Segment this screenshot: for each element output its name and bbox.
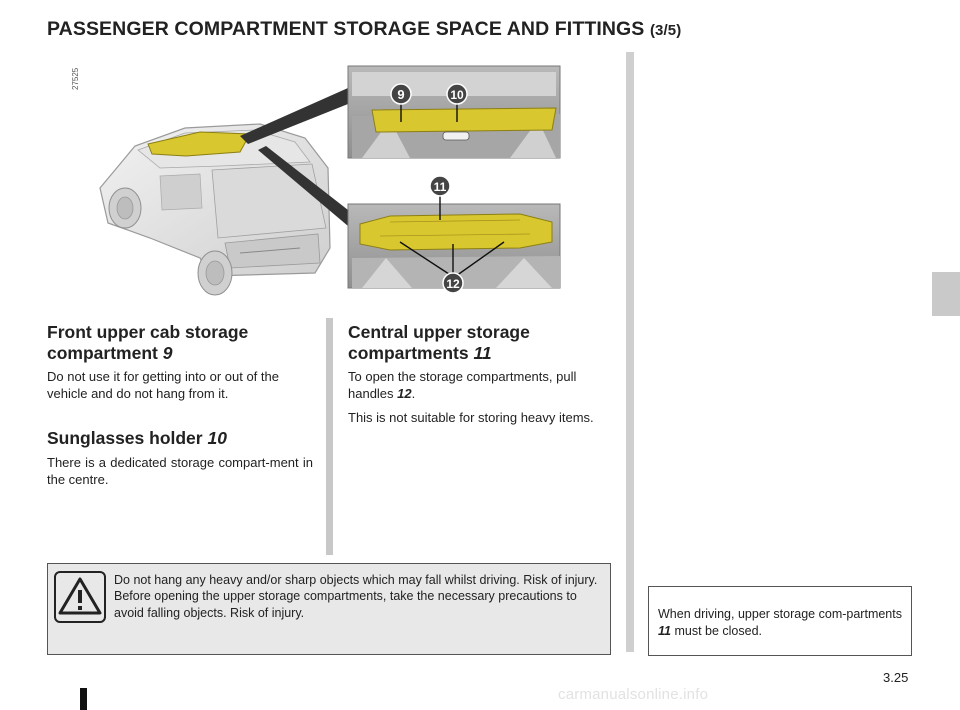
callout-10-label: 10 <box>450 88 464 102</box>
callout-11-label: 11 <box>434 180 447 194</box>
note-box: When driving, upper storage com-partment… <box>648 586 912 656</box>
text-central-open-before: To open the storage compartments, pull h… <box>348 369 577 401</box>
note-text-after: must be closed. <box>670 623 762 638</box>
text-central-storage-heavy: This is not suitable for storing heavy i… <box>348 410 594 425</box>
storage-figure: 9 10 11 12 <box>99 65 561 296</box>
callout-9: 9 <box>390 83 412 105</box>
inset-front-storage <box>347 65 561 159</box>
connector-to-front-inset <box>240 88 348 144</box>
heading-front-cab-storage: Front upper cab storage compartment 9 <box>47 322 317 364</box>
heading-sunglasses-text: Sunglasses holder <box>47 428 208 448</box>
callout-10: 10 <box>446 83 468 105</box>
column-divider <box>326 318 333 555</box>
callout-12: 12 <box>442 272 464 294</box>
text-central-storage-open: To open the storage compartments, pull h… <box>348 369 612 402</box>
page-title: PASSENGER COMPARTMENT STORAGE SPACE AND … <box>47 18 681 41</box>
right-margin-bar <box>626 52 634 652</box>
heading-front-cab-ref: 9 <box>162 343 173 363</box>
callout-11: 11 <box>429 175 451 197</box>
heading-central-storage: Central upper storage compartments 11 <box>348 322 613 364</box>
text-central-open-after: . <box>411 385 416 401</box>
note-text-ref: 11 <box>658 623 671 638</box>
heading-central-text: Central upper storage compartments <box>348 322 530 363</box>
car-illustration <box>99 123 331 296</box>
heading-sunglasses-holder: Sunglasses holder 10 <box>47 428 317 449</box>
warning-text: Do not hang any heavy and/or sharp objec… <box>114 573 598 620</box>
text-central-open-ref: 12 <box>397 385 412 401</box>
warning-triangle-icon <box>54 571 106 623</box>
callout-12-label: 12 <box>446 277 460 291</box>
text-sunglasses-holder: There is a dedicated storage compart-men… <box>47 455 313 487</box>
warning-box: Do not hang any heavy and/or sharp objec… <box>47 563 611 655</box>
chapter-tab <box>932 272 960 316</box>
page-title-text: PASSENGER COMPARTMENT STORAGE SPACE AND … <box>47 18 645 40</box>
page-of-indicator: (3/5) <box>649 22 682 39</box>
watermark: carmanualsonline.info <box>558 686 709 703</box>
heading-front-cab-text: Front upper cab storage compartment <box>47 322 249 363</box>
footer-mark <box>80 688 87 710</box>
text-front-cab-storage: Do not use it for getting into or out of… <box>47 369 279 401</box>
page-number: 3.25 <box>883 670 909 685</box>
roof-storage-highlight <box>147 131 251 157</box>
callout-9-label: 9 <box>397 87 404 102</box>
heading-sunglasses-ref: 10 <box>207 428 227 448</box>
connector-to-central-inset <box>258 146 348 226</box>
heading-central-ref: 11 <box>473 343 492 363</box>
note-text-before: When driving, upper storage com-partment… <box>658 607 902 621</box>
note-text: When driving, upper storage com-partment… <box>658 606 902 639</box>
